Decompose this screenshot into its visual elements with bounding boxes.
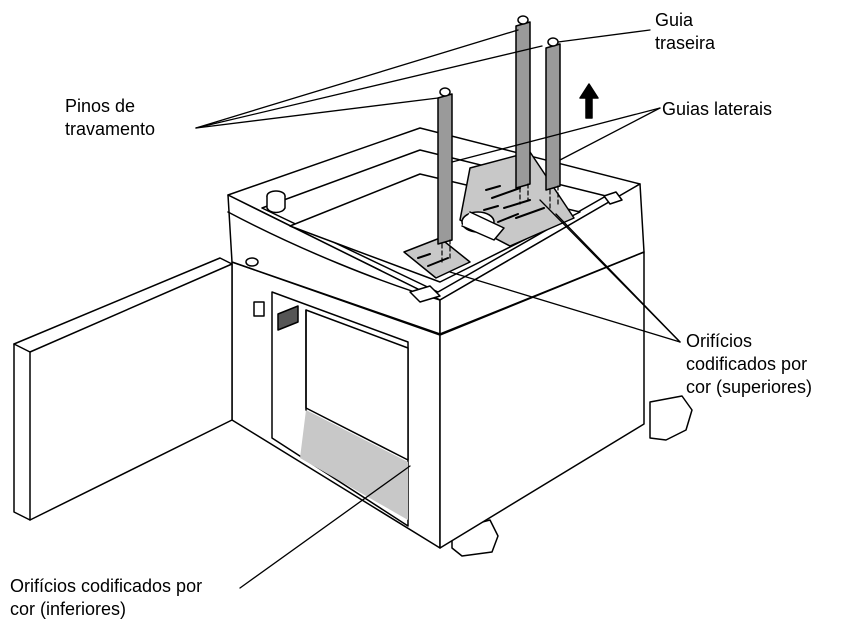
guide-bars — [437, 15, 561, 263]
tray-top — [227, 127, 645, 335]
cabinet-body — [231, 251, 645, 549]
callout-upper-holes-line3: cor (superiores) — [686, 377, 813, 397]
callout-upper-holes: Orifícios codificados por cor (superiore… — [686, 330, 812, 399]
callout-side-guides: Guias laterais — [662, 98, 772, 121]
callout-lower-holes-line2: cor (inferiores) — [10, 599, 127, 619]
tray-indicator — [245, 257, 259, 267]
left-side-guide — [437, 93, 453, 245]
rear-guide — [515, 21, 531, 189]
vent-grille — [277, 305, 299, 331]
callout-locking-pins: Pinos de travamento — [65, 95, 155, 141]
lift-arrow-icon — [579, 83, 599, 119]
callout-side-guides-line1: Guias laterais — [662, 99, 773, 119]
inner-shaded-panel — [300, 410, 408, 520]
callout-rear-guide-line1: Guia — [655, 10, 694, 30]
right-side-guide — [545, 43, 561, 191]
callout-locking-pins-line1: Pinos de — [65, 96, 136, 116]
callout-rear-guide-line2: traseira — [655, 33, 716, 53]
callout-lower-holes-line1: Orifícios codificados por — [10, 576, 203, 596]
callout-lower-holes: Orifícios codificados por cor (inferiore… — [10, 575, 202, 621]
cabinet-door — [13, 257, 233, 521]
lower-plate — [403, 237, 471, 279]
callout-upper-holes-line2: codificados por — [686, 354, 808, 374]
leader-lines — [195, 29, 681, 589]
callout-rear-guide: Guia traseira — [655, 9, 715, 55]
callout-upper-holes-line1: Orifícios — [686, 331, 753, 351]
callout-locking-pins-line2: travamento — [65, 119, 156, 139]
cabinet-knob — [253, 301, 265, 317]
